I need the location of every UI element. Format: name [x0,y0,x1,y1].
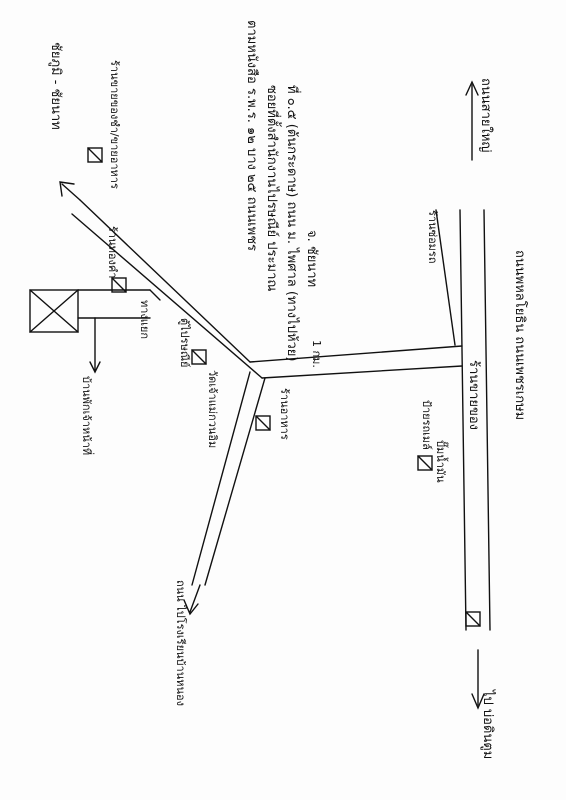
bus-stop-label: ป้ายรถเมล์ [420,400,433,450]
marker-right-shop [255,415,271,431]
note-line-3: ที่ ๐.๕ (ต้นกระดาษ) ถนน ม. ไพศาล (ทางไปห… [284,85,299,362]
arrow-topleft-shaft [61,183,81,201]
marker-top [87,147,103,163]
connector-edge-top [249,345,463,363]
arrow-downleft-head [183,599,199,616]
side-road-label: ทางแยก [138,300,151,339]
marker-school [465,611,481,627]
diag-down-edge-1 [191,371,251,586]
diag-up-edge-1 [79,199,251,363]
left-house-label: บ้านพักเจ้าหน้าที่ [80,376,93,456]
marker-gas [417,455,433,471]
house-marker-label: ร้านทองคำ [106,226,119,279]
near-post-label: ตู้ไปรษณีย์ [178,318,191,368]
bottom-right-label: ไป บ่อดินตูม [480,690,495,760]
building-x2 [29,289,79,333]
left-top-road-label: ชัยภูมิ - ชัยนาท [48,42,63,130]
arrow-down-head [471,693,485,710]
note-line-2: ซอยที่ตั้งสำนักงานไปรษณีย์ ประมาณ [264,85,279,292]
arrow-topleft-head [59,181,75,197]
main-road-edge-right [483,209,491,631]
building-box [29,289,79,333]
right-shop-label: ร้านอาหาร [278,388,291,440]
diag-down-edge-2 [204,377,266,586]
note-line-1: ตามหนังสือ ร.พ.ร. ๑๒ บาง ๒๕ ถนนเพชร [244,20,259,252]
bottom-left-road-label: ถนน ไปโรงเรียนบ้านหนอง [174,580,187,706]
marker-temple [191,349,207,365]
arrow-right-road [435,209,456,346]
arrow-downleft-shaft [189,584,201,613]
main-road-edge-left [459,209,467,631]
gas-label: ปั๊มน้ำมัน [434,440,447,483]
main-road-side2-label: ร้านขายของ [466,360,481,431]
side-road-3 [149,289,161,301]
temple-label: วัดเจ้าแม่กวนอิม [206,370,219,449]
marker-house [111,277,127,293]
note-line-4: จ. ชัยนาท [304,230,319,288]
diag-up-edge-2 [71,213,263,379]
car-wash-label: ร้านซ่อมรถ [426,210,439,264]
connector-edge-bottom [261,365,463,379]
main-road-top-label: ถนนสายใหญ่ [478,78,493,153]
top-marker-label: ร้านขายของชำ/ขายอาหาร [108,60,121,189]
arrow-up-head [465,80,479,96]
main-road-side-label: ถนนพหลโยธิน ถนนเพชรเกษม [512,250,527,421]
road-distance-label: 1 กม. [310,340,323,368]
